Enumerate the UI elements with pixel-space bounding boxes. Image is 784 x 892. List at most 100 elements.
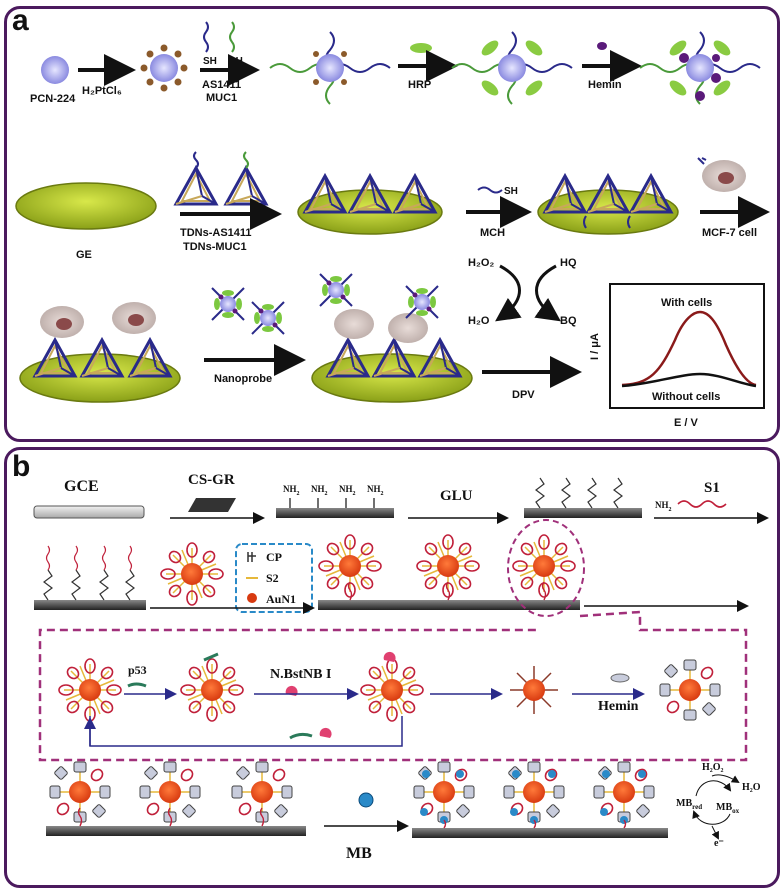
hrp-label: HRP bbox=[408, 79, 431, 91]
nh2-label-2: NH2 bbox=[311, 484, 328, 497]
hq-label: HQ bbox=[560, 257, 577, 269]
as1411-strand bbox=[203, 21, 209, 53]
mch-sh-label: SH bbox=[504, 186, 518, 197]
mch-strand bbox=[477, 186, 503, 194]
mb-red-label: MBred bbox=[676, 798, 702, 811]
sh-label-2: SH bbox=[229, 56, 243, 67]
panel-a-row2: GE TDNs-AS1411 TDNs-MUC1 SH MCH MCF-7 ce… bbox=[15, 151, 770, 261]
nh2-label-3: NH2 bbox=[339, 484, 356, 497]
h2o2-label: H₂O₂ bbox=[468, 257, 494, 269]
mb-label: MB bbox=[346, 845, 372, 862]
redox-arrow-left bbox=[495, 264, 522, 322]
nanoprobe-icon-2 bbox=[251, 301, 285, 335]
electron-label: e⁻ bbox=[714, 838, 724, 849]
tdns-muc1-label: TDNs-MUC1 bbox=[183, 241, 247, 253]
recycle-path bbox=[89, 716, 403, 747]
b-h2o-label: H₂O bbox=[742, 782, 761, 793]
released-p53-icon bbox=[289, 732, 313, 740]
dpv-plot: With cells Without cells I / μA E / V bbox=[589, 283, 765, 429]
dpv-xlabel: E / V bbox=[674, 417, 699, 429]
muc1-strand bbox=[229, 21, 235, 53]
s1-label: S1 bbox=[704, 480, 720, 496]
nanoprobe-particle bbox=[639, 31, 761, 105]
mb-icon bbox=[358, 792, 374, 808]
mch-label: MCH bbox=[480, 227, 505, 239]
mcf7-cell-icon bbox=[697, 157, 746, 192]
enzyme-label: N.BstNB I bbox=[270, 667, 331, 682]
panel-a-row1: PCN-224 H₂PtCl₆ SH SH AS1411 MUC1 bbox=[30, 21, 761, 105]
ge-with-tdns bbox=[297, 174, 443, 235]
panel-b-row3: p53 N.BstNB I Hemin bbox=[58, 651, 721, 747]
gce-s1-electrode bbox=[34, 545, 146, 610]
gce-label: GCE bbox=[64, 478, 99, 495]
panel-a-row3: Nanoprobe H₂O₂ HQ H₂O BQ DPV With cells … bbox=[19, 257, 765, 429]
aun1-cleaved bbox=[510, 666, 558, 714]
dpv-ylabel: I / μA bbox=[589, 333, 601, 360]
without-cells-curve bbox=[621, 372, 757, 388]
p53-strand-icon bbox=[127, 682, 147, 688]
nanoprobe-label: Nanoprobe bbox=[214, 373, 272, 385]
nanoprobe-icon-1 bbox=[211, 287, 245, 321]
dna-decorated-particle bbox=[269, 31, 391, 105]
p53-label: p53 bbox=[128, 663, 147, 677]
aun1-probe-start bbox=[58, 658, 122, 722]
zoom-box bbox=[38, 610, 748, 762]
pcn224-particle bbox=[41, 56, 69, 84]
legend-cp-label: CP bbox=[266, 550, 282, 564]
aun1-legend-icon bbox=[247, 593, 257, 603]
muc1-label: MUC1 bbox=[206, 92, 237, 104]
panel-b-row1: GCE CS-GR NH2 NH2 NH2 NH2 GLU S1 bbox=[33, 472, 769, 524]
ge-with-nanoprobe bbox=[311, 273, 473, 403]
aun1-hemin-complex bbox=[659, 659, 721, 721]
hemin-b-label: Hemin bbox=[598, 699, 639, 714]
as1411-label: AS1411 bbox=[202, 79, 241, 91]
cp-legend-icon bbox=[247, 552, 256, 562]
gce-csgr-electrode bbox=[276, 498, 394, 518]
with-cells-curve bbox=[621, 310, 757, 387]
mb-ox-label: MBox bbox=[716, 802, 740, 815]
legend-aun1-label: AuN1 bbox=[266, 592, 296, 606]
nh2-label-1: NH2 bbox=[283, 484, 300, 497]
tdn-icon-1 bbox=[174, 166, 218, 206]
electrode-with-aun-probes bbox=[318, 534, 580, 610]
panel-a-label: a bbox=[12, 4, 29, 37]
legend-s2-label: S2 bbox=[266, 571, 279, 585]
sh-label-1: SH bbox=[203, 56, 217, 67]
legend-box: CP S2 AuN1 bbox=[235, 543, 313, 613]
nh2-label-4: NH2 bbox=[367, 484, 384, 497]
csgr-sheet-icon bbox=[188, 498, 236, 512]
aun1-p53-bound bbox=[180, 658, 244, 722]
tdns-as1411-label: TDNs-AS1411 bbox=[180, 227, 252, 239]
panel-b-label: b bbox=[12, 450, 31, 483]
pcn224-label: PCN-224 bbox=[30, 93, 76, 105]
ge-with-cells bbox=[19, 302, 181, 403]
p53-hybrid-mark bbox=[203, 652, 219, 662]
aun1-probe-icon bbox=[160, 542, 224, 606]
aun1-cleaving bbox=[360, 658, 424, 722]
bq-label: BQ bbox=[560, 315, 577, 327]
hemin-label: Hemin bbox=[588, 79, 622, 91]
mcf7-label: MCF-7 cell bbox=[702, 227, 757, 239]
dpv-plot-frame bbox=[609, 283, 765, 409]
glu-label: GLU bbox=[440, 488, 473, 504]
ge-label: GE bbox=[76, 249, 92, 261]
electrode-hemin-probes bbox=[46, 761, 306, 836]
released-enzyme-icon bbox=[319, 727, 332, 738]
hrp-icon bbox=[410, 43, 432, 53]
b-h2o2-label: H₂O₂ bbox=[702, 762, 724, 773]
redox-arrow-right bbox=[534, 264, 561, 322]
zoom-circle bbox=[507, 519, 585, 617]
h2ptcl6-label: H₂PtCl₆ bbox=[82, 85, 122, 97]
tdn-icon-2 bbox=[224, 166, 268, 206]
electrode-mb-loaded bbox=[412, 761, 668, 838]
hemin-b-icon bbox=[610, 673, 630, 683]
dpv-label: DPV bbox=[512, 389, 535, 401]
hemin-icon bbox=[597, 42, 607, 50]
s1-strand-icon bbox=[677, 500, 727, 508]
csgr-label: CS-GR bbox=[188, 472, 235, 488]
gold-electrode bbox=[15, 182, 157, 230]
s1-nh2-label: NH2 bbox=[655, 500, 672, 513]
pt-decorated-particle bbox=[140, 44, 188, 92]
h2o-label: H₂O bbox=[468, 315, 490, 327]
